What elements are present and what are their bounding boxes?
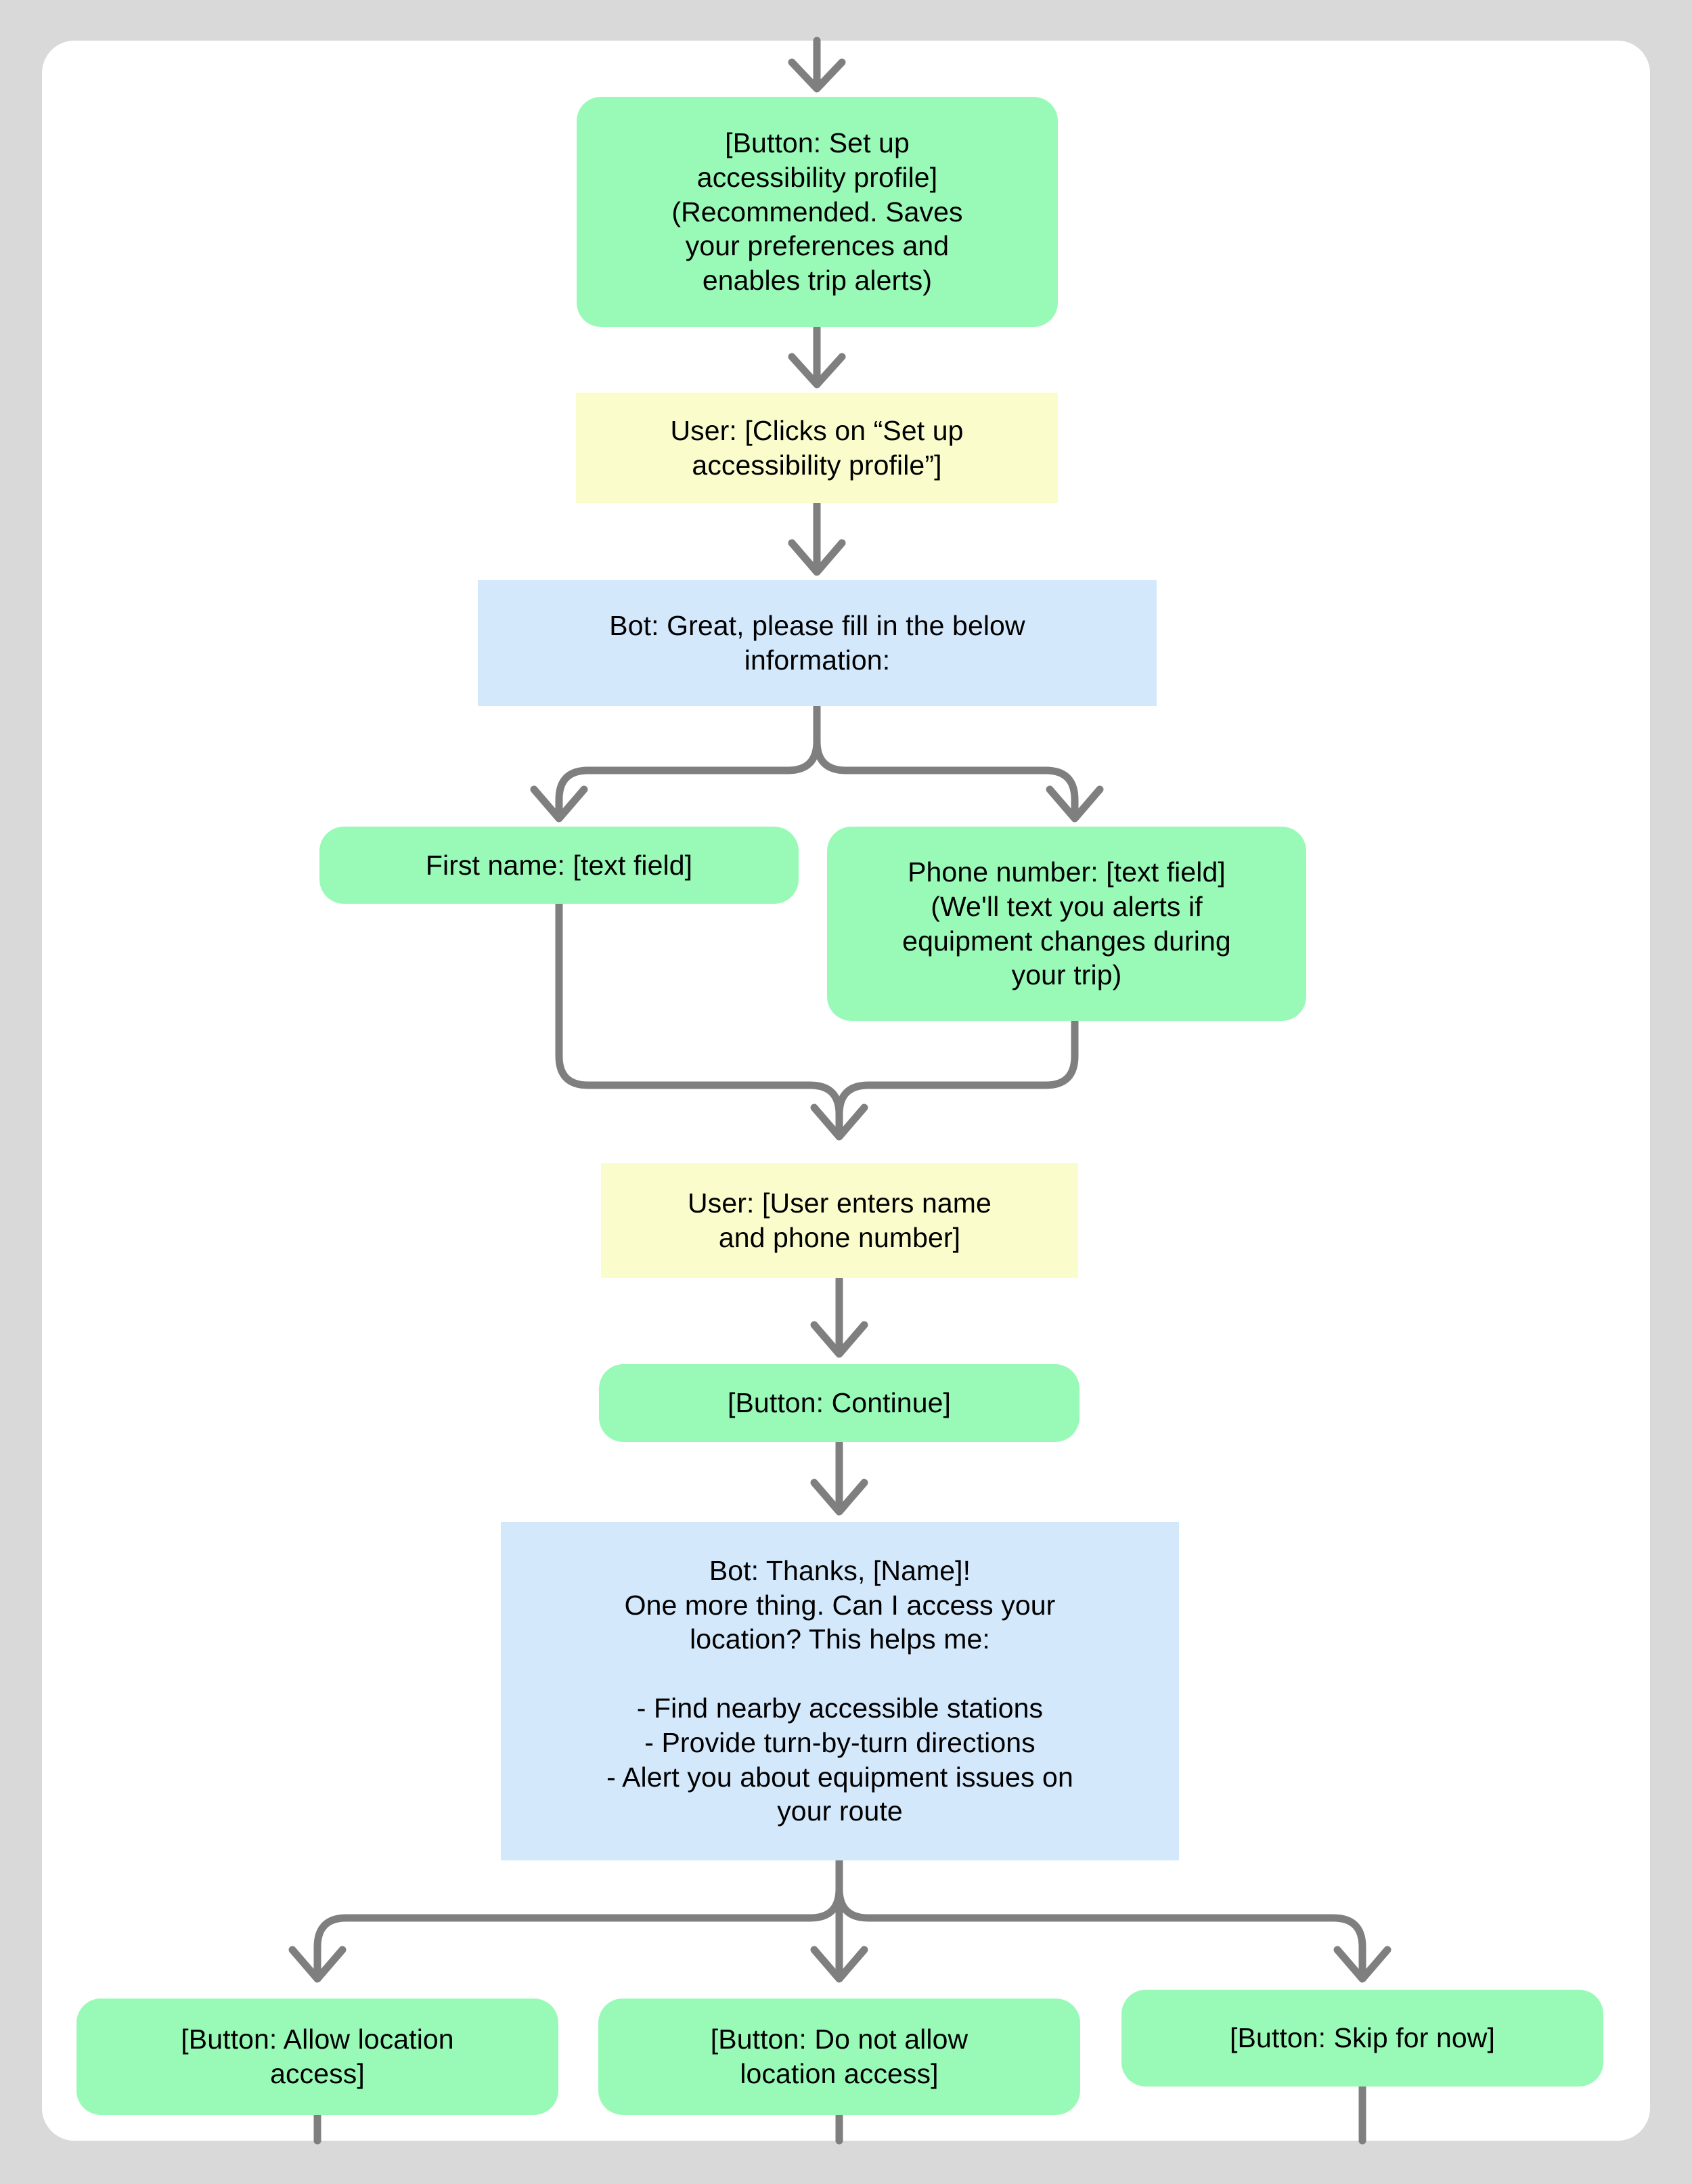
- connector-into-setup-profile: [788, 37, 846, 93]
- bot-fill-in-information-message: Bot: Great, please fill in the below inf…: [478, 580, 1157, 706]
- bot-location-permission-message: Bot: Thanks, [Name]! One more thing. Can…: [501, 1522, 1179, 1860]
- phone-number-text-field[interactable]: Phone number: [text field] (We'll text y…: [827, 827, 1306, 1021]
- connector-continue-to-botlocation: [810, 1438, 868, 1516]
- skip-for-now-button[interactable]: [Button: Skip for now]: [1121, 1990, 1603, 2087]
- connector-botinfo-fork: [530, 702, 1104, 823]
- continue-button[interactable]: [Button: Continue]: [599, 1364, 1079, 1442]
- connector-userclick-to-botinfo: [788, 499, 846, 576]
- connector-userenters-to-continue: [810, 1274, 868, 1358]
- connector-setup-to-userclick: [788, 323, 846, 389]
- allow-location-access-button[interactable]: [Button: Allow location access]: [76, 1999, 558, 2115]
- do-not-allow-location-access-button[interactable]: [Button: Do not allow location access]: [598, 1999, 1080, 2115]
- connector-botlocation-fork: [288, 1856, 1392, 1983]
- connector-fields-merge: [555, 900, 1079, 1141]
- setup-accessibility-profile-button[interactable]: [Button: Set up accessibility profile] (…: [577, 97, 1058, 327]
- first-name-text-field[interactable]: First name: [text field]: [319, 827, 799, 904]
- user-clicks-setup-profile-note: User: [Clicks on “Set up accessibility p…: [576, 393, 1058, 503]
- user-enters-name-and-phone-note: User: [User enters name and phone number…: [601, 1163, 1078, 1278]
